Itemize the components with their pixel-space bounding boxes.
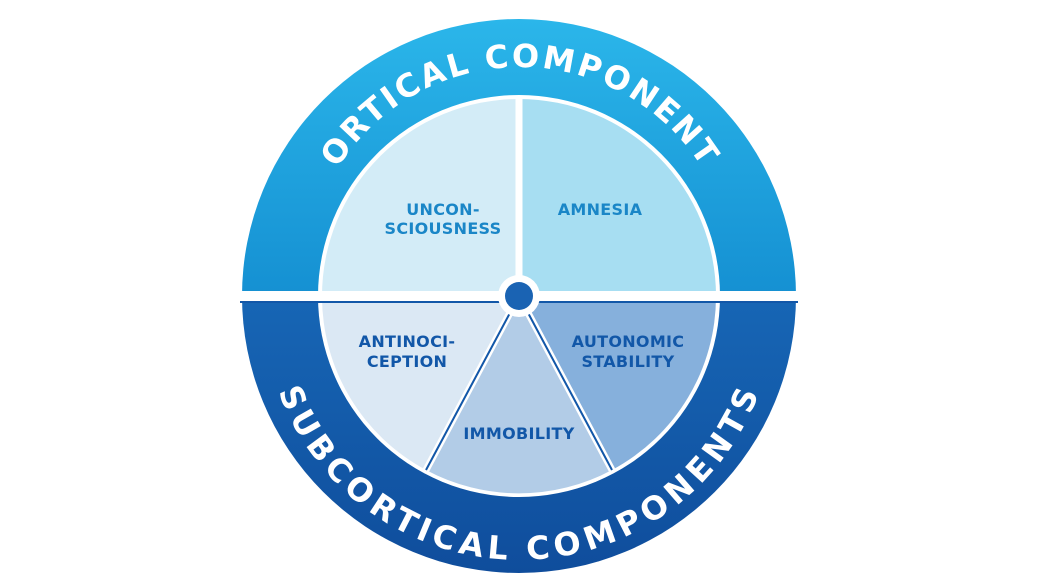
label-autonomic-stability-line2: STABILITY [581, 352, 674, 371]
label-unconsciousness-line2: SCIOUSNESS [385, 219, 502, 238]
segment-unconsciousness [322, 99, 519, 296]
segment-immobility [426, 296, 612, 494]
label-antinociception-line1: ANTINOCI- [359, 332, 456, 351]
label-antinociception-line2: CEPTION [367, 352, 447, 371]
label-amnesia: AMNESIA [558, 200, 643, 219]
label-immobility: IMMOBILITY [463, 424, 574, 443]
segment-amnesia [519, 99, 716, 296]
label-autonomic-stability-line1: AUTONOMIC [572, 332, 685, 351]
segment-antinociception [321, 296, 519, 470]
segment-autonomic-stability [519, 296, 717, 470]
center-hub [505, 282, 533, 310]
label-unconsciousness-line1: UNCON- [406, 200, 480, 219]
